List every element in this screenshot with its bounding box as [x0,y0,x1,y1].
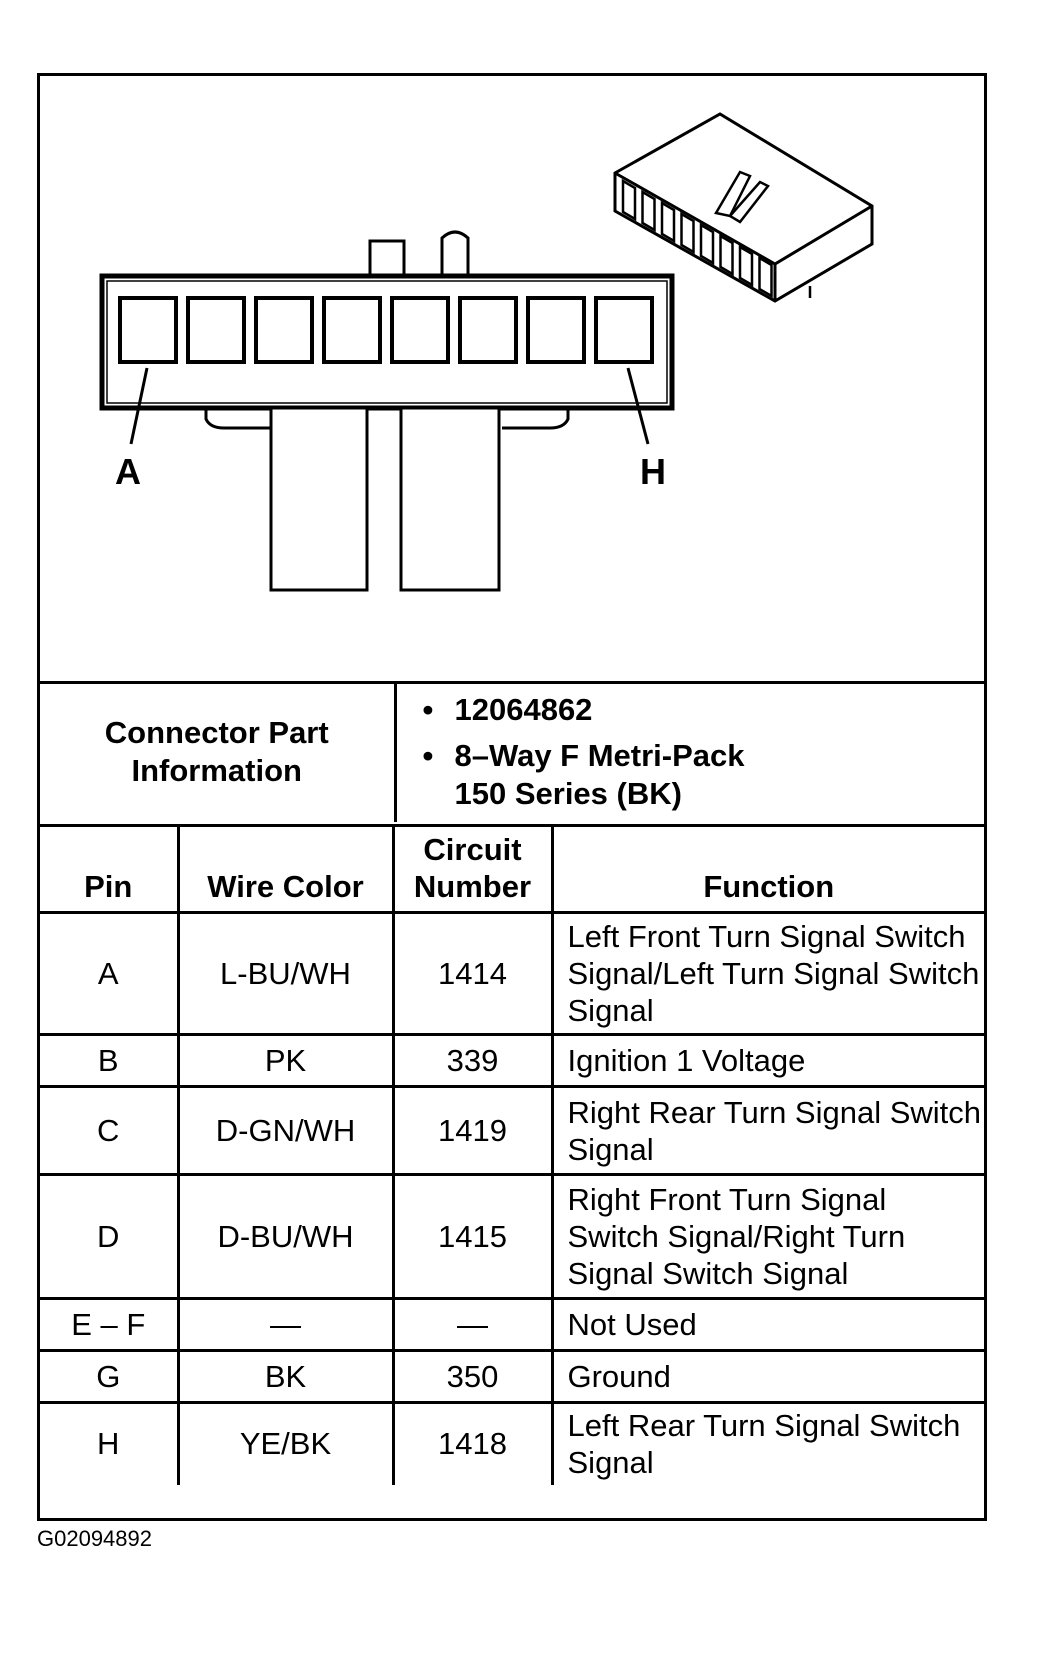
circuit-number-cell: 1418 [391,1401,554,1485]
connector-cavity [186,296,246,364]
connector-body-inner-edge [106,280,668,404]
isometric-cavity [758,255,773,299]
pin-cell: E – F [40,1297,180,1352]
header-circuit-number-text: Circuit Number [413,832,532,904]
header-circuit-number: Circuit Number [391,824,554,913]
pin-table-header-row: Pin Wire Color Circuit Number Function [40,824,984,913]
part-info-list: 12064862 8–Way F Metri-Pack 150 Series (… [397,691,985,813]
isometric-cavity [699,222,715,266]
connector-cavity [322,296,382,364]
part-number: 12064862 [423,691,985,729]
header-pin: Pin [40,824,180,913]
circuit-number-cell: 339 [391,1033,554,1088]
isometric-cavity [738,244,754,288]
table-row: E – F——Not Used [40,1297,984,1352]
connector-cavity [526,296,586,364]
part-info-row: Connector Part Information 12064862 8–Wa… [40,681,984,822]
pin-cell: D [40,1173,180,1300]
connector-face-drawing: A H [99,112,874,592]
figure-id-caption: G02094892 [37,1526,152,1551]
function-cell: Ignition 1 Voltage [550,1033,984,1088]
pin-h-label: H [640,451,666,492]
pin-cell: A [40,911,180,1036]
circuit-number-cell: 1419 [391,1085,554,1176]
connector-cavity [594,296,654,364]
connector-diagram-frame: A H Connector Part Information 12064862 [37,73,987,1521]
connector-description: 8–Way F Metri-Pack 150 Series (BK) [423,737,785,813]
wire-color-cell: D-BU/WH [176,1173,395,1300]
pin-cell: C [40,1085,180,1176]
function-cell: Right Front Turn Signal Switch Signal/Ri… [550,1173,984,1300]
wire-color-cell: D-GN/WH [176,1085,395,1176]
function-cell: Left Front Turn Signal Switch Signal/Lef… [550,911,984,1036]
pin-assignment-table: Pin Wire Color Circuit Number Function A… [40,824,984,1485]
header-wire-color: Wire Color [176,824,395,913]
isometric-cavity [660,200,676,244]
isometric-cavity [719,233,734,277]
isometric-cavity [680,211,695,255]
part-info-values-cell: 12064862 8–Way F Metri-Pack 150 Series (… [393,681,985,822]
connector-shroud-right [502,406,570,430]
isometric-cavity [641,189,656,233]
pin-h-leader-line [626,367,650,445]
pin-cell: G [40,1349,180,1404]
wire-color-cell: BK [176,1349,395,1404]
part-info-label: Connector Part Information [104,714,329,788]
connector-cavity [458,296,518,364]
part-info-label-cell: Connector Part Information [40,681,397,822]
connector-cavities [118,296,654,364]
circuit-number-cell: 1414 [391,911,554,1036]
wire-color-cell: YE/BK [176,1401,395,1485]
circuit-number-cell: 350 [391,1349,554,1404]
wire-lead-right [399,406,501,592]
circuit-number-cell: — [391,1297,554,1352]
connector-shroud-left [204,406,272,430]
connector-cavity [118,296,178,364]
function-cell: Ground [550,1349,984,1404]
pin-cell: B [40,1033,180,1088]
circuit-number-cell: 1415 [391,1173,554,1300]
function-cell: Not Used [550,1297,984,1352]
wire-color-cell: — [176,1297,395,1352]
connector-latch [440,230,470,281]
function-cell: Left Rear Turn Signal Switch Signal [550,1401,984,1485]
connector-cavity [254,296,314,364]
isometric-cavity [621,178,637,222]
connector-cavity [390,296,450,364]
pin-a-label: A [115,451,141,492]
function-cell: Right Rear Turn Signal Switch Signal [550,1085,984,1176]
pin-a-leader-line [129,367,149,445]
wire-color-cell: L-BU/WH [176,911,395,1036]
wire-color-cell: PK [176,1033,395,1088]
connector-isometric-view [613,112,874,303]
header-function: Function [550,824,984,913]
connector-diagram-panel: A H [40,76,984,684]
pin-cell: H [40,1401,180,1485]
wire-lead-left [269,406,369,592]
connector-part-info-table: Connector Part Information 12064862 8–Wa… [40,681,984,822]
